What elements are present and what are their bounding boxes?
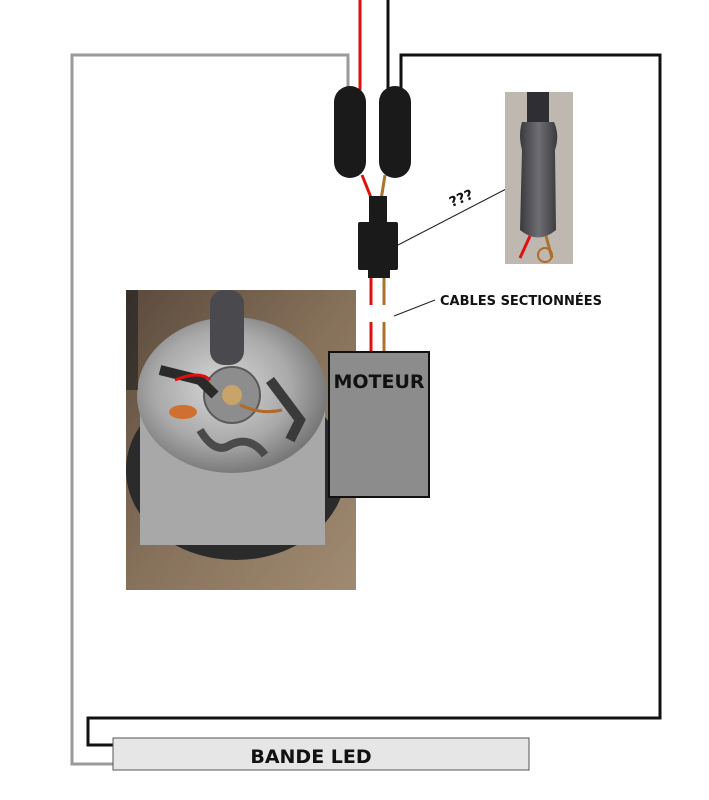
motor-photo: [126, 290, 356, 590]
brown-wire-converge: [379, 174, 387, 201]
led-strip: [112, 737, 530, 771]
junction-tail: [368, 266, 390, 278]
connector-left: [334, 86, 366, 178]
led-strip-label: BANDE LED: [250, 746, 371, 768]
red-wire-converge: [360, 174, 374, 201]
pointer-unknown: [397, 187, 509, 246]
connector-photo: [505, 92, 573, 264]
cut-cables-label: CABLES SECTIONNÉES: [440, 293, 602, 309]
pointer-cut: [393, 299, 436, 317]
motor-label: MOTEUR: [333, 371, 424, 393]
connector-right: [379, 86, 411, 178]
junction-body: [358, 222, 398, 270]
junction-top: [369, 196, 387, 224]
black-wire: [86, 53, 662, 747]
gray-wire: [70, 53, 350, 766]
motor-box: [328, 351, 430, 498]
